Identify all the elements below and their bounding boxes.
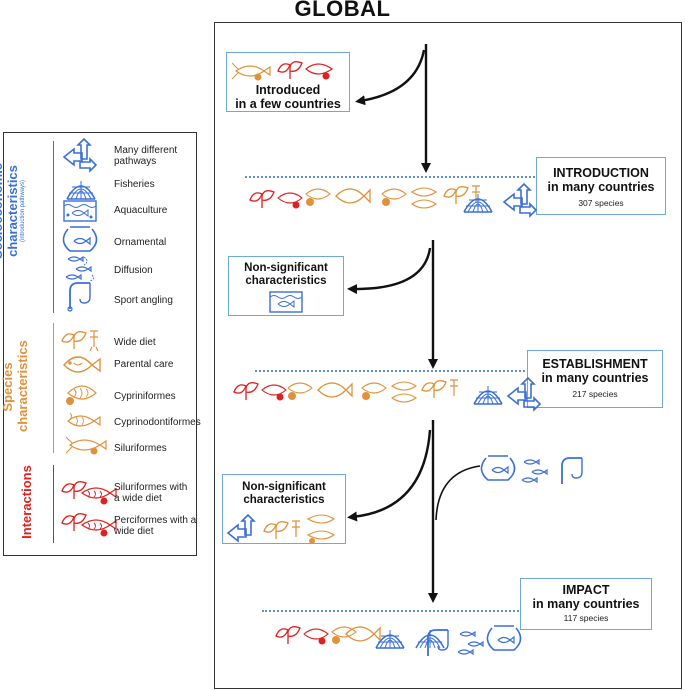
global-flow-frame bbox=[214, 22, 682, 689]
introduction-threshold-line bbox=[245, 176, 535, 178]
nonsig-1-line2: characteristics bbox=[245, 275, 327, 287]
legend-divider-orange bbox=[53, 323, 54, 453]
legend-label-cyprinodontiformes: Cyprinodontiformes bbox=[114, 417, 201, 428]
legend-label-siluriformes-wide-diet: Siluriformes with a wide diet bbox=[114, 482, 188, 504]
introduced-few-line1: Introduced bbox=[255, 83, 321, 97]
card-introduced-few: Introduced in a few countries bbox=[226, 52, 350, 112]
legend-label-cypriniformes: Cypriniformes bbox=[114, 391, 176, 402]
impact-subtitle: in many countries bbox=[532, 597, 640, 611]
legend-label-sport-angling: Sport angling bbox=[114, 295, 173, 306]
arrow-to-nonsig-1 bbox=[347, 247, 432, 295]
legend-label-parental-care: Parental care bbox=[114, 359, 174, 370]
legend-label-fisheries: Fisheries bbox=[114, 179, 155, 190]
card-introduction: INTRODUCTION in many countries 307 speci… bbox=[536, 157, 666, 215]
card-impact: IMPACT in many countries 117 species bbox=[520, 578, 652, 630]
card-establishment: ESTABLISHMENT in many countries 217 spec… bbox=[527, 350, 663, 408]
establishment-count: 217 species bbox=[572, 389, 618, 399]
nonsig-1-line1: Non-significant bbox=[244, 262, 328, 274]
legend-divider-blue bbox=[53, 141, 54, 313]
impact-count: 117 species bbox=[563, 613, 609, 623]
legend-label-ornamental: Ornamental bbox=[114, 237, 167, 248]
establishment-icon-row bbox=[233, 376, 542, 412]
introduced-few-line2: in a few countries bbox=[235, 97, 341, 111]
introduction-count: 307 species bbox=[578, 198, 624, 208]
introduced-few-icons bbox=[231, 61, 334, 81]
impact-icon-row bbox=[275, 625, 522, 656]
legend-label-siluriformes: Siluriformes bbox=[114, 443, 167, 454]
introduction-icon-row bbox=[249, 182, 538, 218]
card-nonsig-2: Non-significant characteristics bbox=[222, 474, 346, 544]
establishment-title: ESTABLISHMENT bbox=[542, 357, 648, 371]
impact-title: IMPACT bbox=[562, 583, 610, 597]
arrow-to-nonsig-2 bbox=[347, 429, 432, 522]
establishment-threshold-line bbox=[255, 370, 525, 372]
diagram-title: GLOBAL bbox=[294, 0, 391, 21]
arrow-to-introduced-few bbox=[355, 49, 426, 106]
legend-panel: Socioeconomic characteristics (introduct… bbox=[0, 132, 201, 556]
legend-label-perciformes-wide-diet: Perciformes with a wide diet bbox=[114, 515, 197, 537]
legend-label-aquaculture: Aquaculture bbox=[114, 205, 168, 216]
introduction-title: INTRODUCTION bbox=[553, 166, 649, 180]
nonsig-2-line1: Non-significant bbox=[242, 481, 326, 493]
nonsig-2-icons bbox=[226, 513, 335, 544]
aquaculture-tank-icon bbox=[269, 291, 303, 313]
card-nonsig-1: Non-significant characteristics bbox=[228, 256, 344, 316]
legend-divider-red bbox=[53, 465, 54, 543]
legend-label-pathways: Many different pathways bbox=[114, 145, 178, 167]
impact-threshold-line bbox=[262, 610, 522, 612]
ornamental-merge-line bbox=[435, 465, 481, 521]
nonsig-2-line2: characteristics bbox=[243, 494, 325, 506]
legend-label-diffusion: Diffusion bbox=[114, 265, 153, 276]
establishment-subtitle: in many countries bbox=[541, 371, 649, 385]
legend-label-wide-diet: Wide diet bbox=[114, 337, 156, 348]
introduction-subtitle: in many countries bbox=[547, 180, 655, 194]
nonsig-ornamental-icons bbox=[480, 455, 583, 484]
